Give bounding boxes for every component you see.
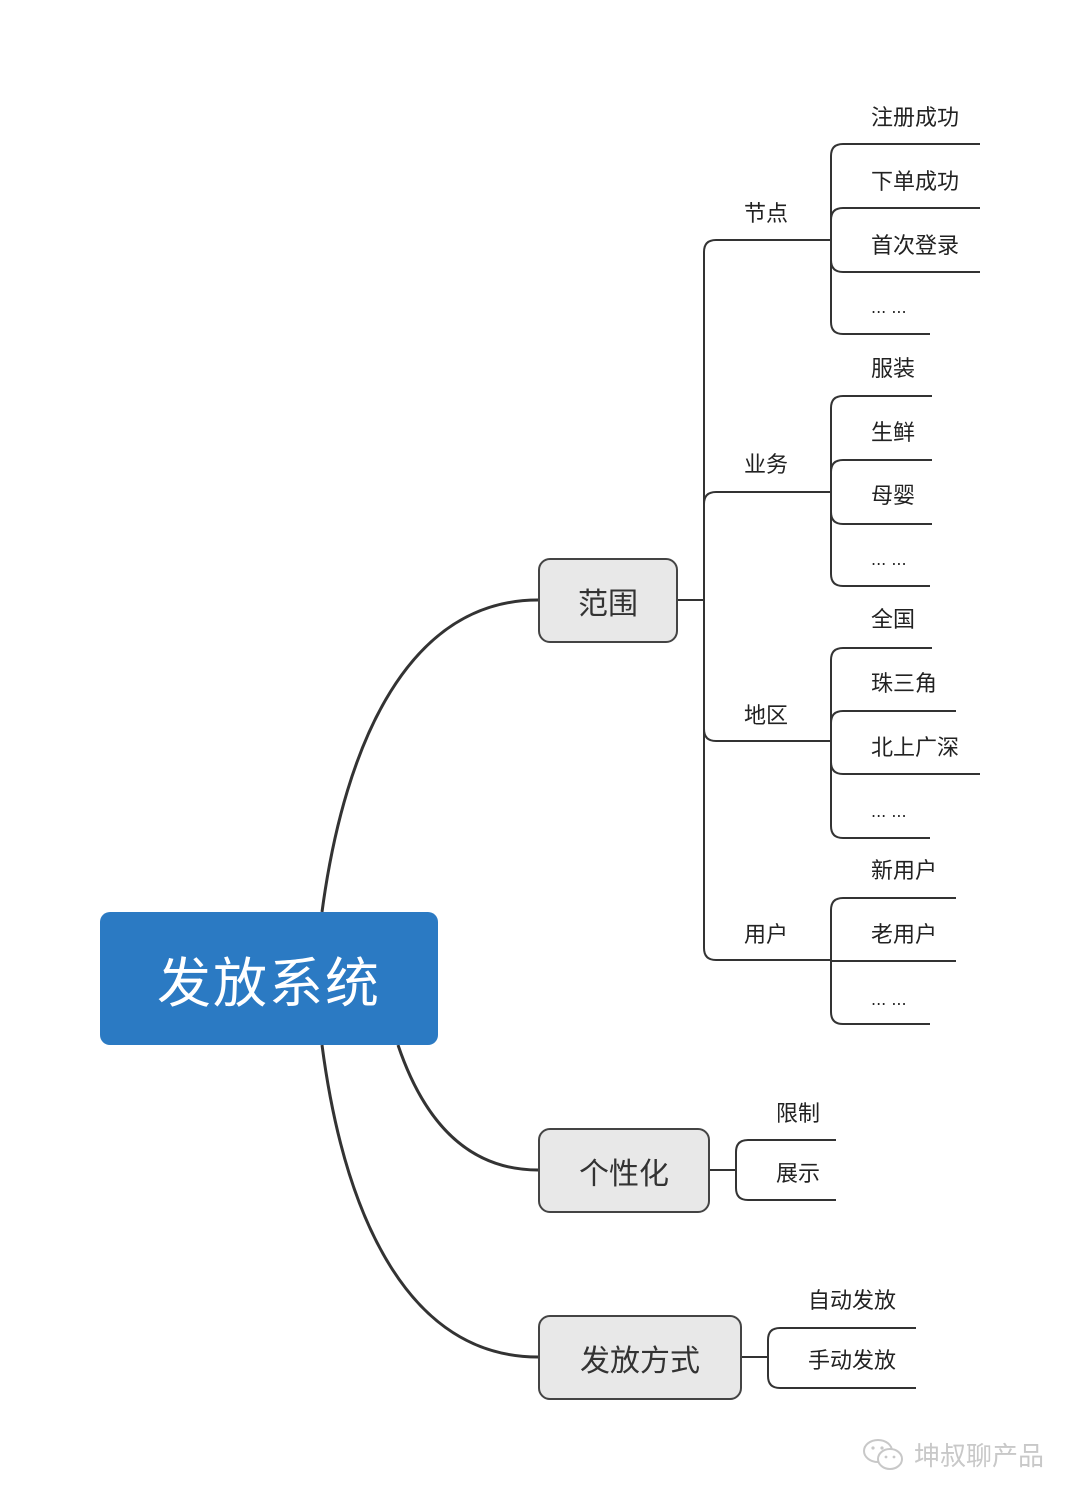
root-node-label: 发放系统 [157,952,381,1015]
leaf-item[interactable]: 自动发放 [808,1289,897,1314]
topic-yewu[interactable]: 业务 [744,453,789,478]
leaf-item[interactable]: 限制 [776,1102,821,1127]
leaf-item[interactable]: 北上广深 [871,736,960,761]
leaf-item[interactable]: 展示 [776,1162,821,1187]
watermark: 坤叔聊产品 [862,1436,1044,1473]
branch-fafangfangshi[interactable]: 发放方式 [538,1315,742,1400]
topic-jiedian[interactable]: 节点 [744,202,789,227]
wechat-icon [863,1438,903,1470]
connector-root-fanwei [320,598,539,913]
connector-yonghu [703,947,831,961]
topic-yonghu[interactable]: 用户 [744,923,789,948]
leaf-item[interactable]: 手动发放 [808,1349,897,1374]
leaf-item[interactable]: 注册成功 [871,106,960,131]
connector-root-fafangfangshi [320,1044,539,1359]
leaf-item-ellipsis[interactable]: ... ... [871,298,907,317]
watermark-text: 坤叔聊产品 [914,1442,1045,1472]
branch-label: 范围 [578,586,638,622]
leaf-item[interactable]: 生鲜 [871,421,916,446]
root-node[interactable]: 发放系统 [100,912,438,1045]
leaf-item-ellipsis[interactable]: ... ... [871,550,907,569]
leaf-item[interactable]: 母婴 [871,484,916,509]
leaf-item-ellipsis[interactable]: ... ... [871,802,907,821]
connector-yewu [703,491,831,505]
leaf-item[interactable]: 老用户 [871,923,938,948]
leaf-item-ellipsis[interactable]: ... ... [871,990,907,1009]
leaf-item[interactable]: 新用户 [871,859,938,884]
branch-label: 发放方式 [580,1343,700,1379]
topic-diqu[interactable]: 地区 [744,704,789,729]
leaf-item[interactable]: 首次登录 [871,234,960,259]
leaf-item[interactable]: 服装 [871,357,916,382]
branch-gexinghua[interactable]: 个性化 [538,1128,710,1213]
branch-fanwei[interactable]: 范围 [538,558,678,643]
branch-label: 个性化 [579,1156,669,1192]
leaf-item[interactable]: 珠三角 [871,672,938,697]
leaf-item[interactable]: 下单成功 [871,170,960,195]
connector-jiedian [703,239,831,253]
connector-diqu [703,728,831,742]
connector-root-gexinghua [396,1044,539,1172]
leaf-item[interactable]: 全国 [871,608,916,633]
